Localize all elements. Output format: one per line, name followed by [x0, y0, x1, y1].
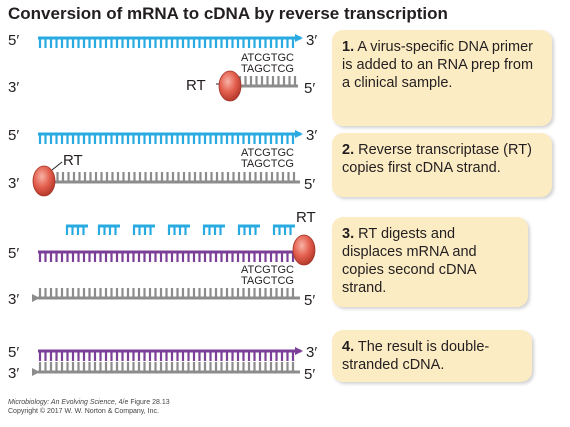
rt-enzyme-2 [32, 165, 56, 197]
seq-top-3: ATCGTGC [241, 264, 294, 276]
mrna-fragment-bases-6 [237, 226, 257, 235]
label-3prime-1a: 3′ [306, 32, 317, 49]
label-5prime-4a: 5′ [8, 344, 19, 361]
mrna-fragment-bases-1 [65, 226, 85, 235]
cdna-second-bases-3 [38, 253, 295, 262]
step-3-number: 3. [342, 226, 355, 242]
seq-bottom-2: TAGCTCG [241, 158, 294, 170]
rt-enzyme-1 [218, 70, 242, 102]
label-3prime-2b: 3′ [8, 175, 19, 192]
cdna-bases-2 [50, 172, 296, 181]
cdna-first-bases-3 [38, 288, 295, 297]
mrna-fragment-bases-3 [132, 226, 152, 235]
seq-bottom-3: TAGCTCG [241, 275, 294, 287]
primer-bases-1 [238, 76, 297, 85]
label-5prime-1a: 5′ [8, 32, 19, 49]
figure-credit: Microbiology: An Evolving Science, 4/e F… [8, 398, 170, 407]
credit-book: Microbiology: An Evolving Science [8, 399, 115, 406]
copyright: Copyright © 2017 W. W. Norton & Company,… [8, 408, 159, 415]
rt-pointer-2 [51, 161, 63, 171]
step-3-box: 3. RT digests and displaces mRNA and cop… [332, 217, 528, 307]
step-2-text: Reverse transcriptase (RT) copies first … [342, 142, 532, 176]
step-4-text: The result is double-stranded cDNA. [342, 339, 490, 373]
label-3prime-1b: 3′ [8, 79, 19, 96]
cdna-second-bases-4 [38, 352, 295, 361]
cdna-first-bases-4 [38, 362, 295, 371]
mrna-fragment-bases-5 [202, 226, 222, 235]
rt-label-1: RT [186, 77, 206, 94]
seq-bottom-1: TAGCTCG [241, 63, 294, 75]
rt-label-2: RT [63, 152, 83, 169]
label-5prime-4b: 5′ [304, 366, 315, 383]
label-3prime-2a: 3′ [306, 127, 317, 144]
step-2-box: 2. Reverse transcriptase (RT) copies fir… [332, 133, 552, 197]
step-1-number: 1. [342, 39, 355, 55]
label-5prime-3b: 5′ [304, 292, 315, 309]
seq-top-1: ATCGTGC [241, 52, 294, 64]
label-3prime-3b: 3′ [8, 291, 19, 308]
mrna-bases-2 [38, 135, 295, 144]
step-4-number: 4. [342, 339, 355, 355]
seq-top-2: ATCGTGC [241, 147, 294, 159]
mrna-fragment-bases-2 [97, 226, 117, 235]
step-3-text: RT digests and displaces mRNA and copies… [342, 226, 477, 296]
label-3prime-4a: 3′ [306, 344, 317, 361]
mrna-fragment-bases-7 [272, 226, 292, 235]
label-5prime-2b: 5′ [304, 176, 315, 193]
rt-enzyme-3 [292, 234, 316, 266]
mrna-fragment-bases-4 [167, 226, 187, 235]
step-1-text: A virus-specific DNA primer is added to … [342, 39, 534, 91]
rt-label-3: RT [296, 209, 316, 226]
label-5prime-1b: 5′ [304, 80, 315, 97]
step-1-box: 1. A virus-specific DNA primer is added … [332, 30, 552, 126]
label-5prime-3a: 5′ [8, 245, 19, 262]
step-4-box: 4. The result is double-stranded cDNA. [332, 330, 532, 382]
step-2-number: 2. [342, 142, 355, 158]
mrna-bases-1 [38, 39, 295, 48]
figure-title: Conversion of mRNA to cDNA by reverse tr… [8, 4, 448, 23]
label-3prime-4b: 3′ [8, 365, 19, 382]
credit-figure: , 4/e Figure 28.13 [114, 399, 170, 406]
label-5prime-2a: 5′ [8, 127, 19, 144]
